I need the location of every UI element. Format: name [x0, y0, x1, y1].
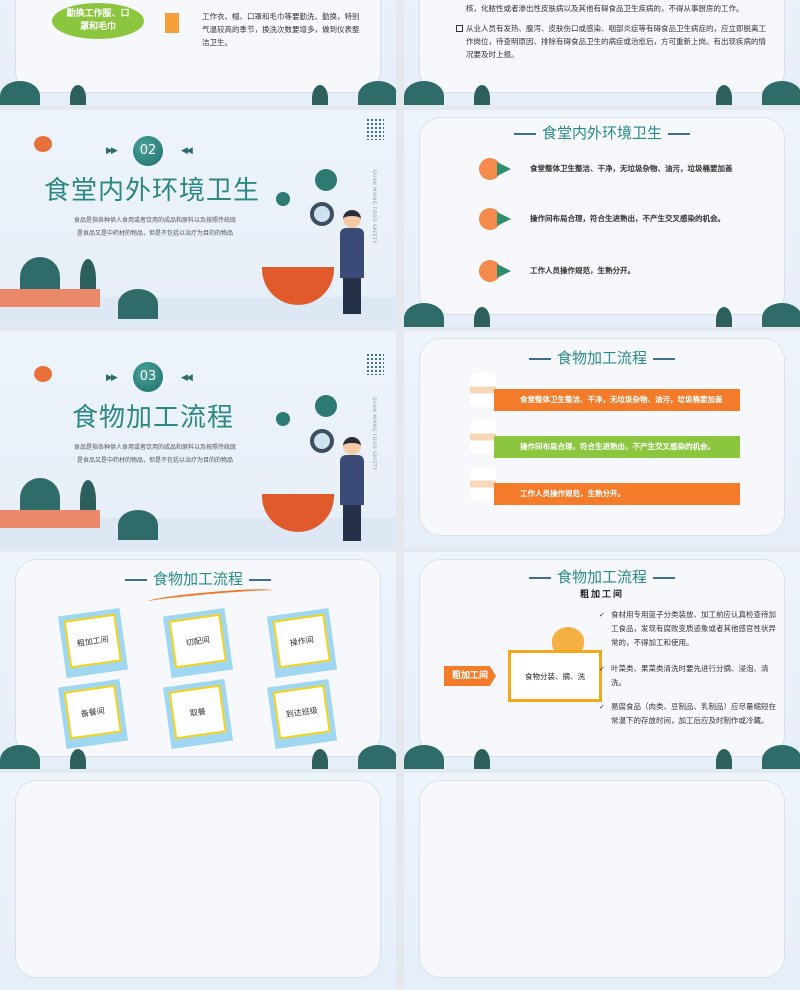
dots-decoration: [366, 118, 384, 140]
vertical-label: QUAN MIANG FOOD SAFETY: [371, 397, 376, 471]
slide-title: 食物加工流程: [0, 570, 396, 588]
arrow-right-icon: ▶▶: [106, 146, 118, 156]
arrow-left-icon: ◀◀: [181, 146, 193, 156]
note-card[interactable]: 操作间: [266, 607, 338, 679]
slide-process-notes[interactable]: 食物加工流程 粗加工间 切配间 操作间 备餐间 取餐 到达班级: [0, 552, 396, 769]
note-card[interactable]: 切配间: [162, 607, 234, 679]
slide-section-02[interactable]: ▶▶ 02 ◀◀ 食堂内外环境卫生 食品是指各种供人食用或者饮用的成品和原料以及…: [0, 110, 396, 327]
list-item: 工作人员操作规范，生熟分开。: [404, 260, 800, 290]
slide-next[interactable]: [0, 773, 396, 990]
badge-icon: [276, 192, 290, 206]
sign-board: 食物分装、摘、洗: [508, 650, 602, 702]
bullet-box-icon: [456, 25, 463, 32]
section-title: 食物加工流程: [72, 403, 235, 433]
chef-icon: [470, 420, 496, 454]
food-bowl-icon: [34, 366, 52, 382]
slide-process-bars[interactable]: 食物加工流程 食堂整体卫生整洁、干净，无垃圾杂物、油污，垃圾桶要加盖 操作间布局…: [404, 331, 800, 548]
process-bar: 食堂整体卫生整洁、干净，无垃圾杂物、油污，垃圾桶要加盖: [494, 389, 740, 411]
slide-health-check[interactable]: 核，化脓性或者渗出性皮肤病以及其他有碍食品卫生疾病的，不得从事厨房的工作。 从业…: [404, 0, 800, 105]
food-bowl-icon: [34, 136, 52, 152]
section-number: 03: [133, 362, 163, 392]
megaphone-kid-icon: [479, 208, 501, 230]
slide-uniform-hygiene[interactable]: 勤换工作服、口罩和毛巾 工作衣、帽、口罩和毛巾等要勤洗、勤换，特别气温较高的季节…: [0, 0, 396, 105]
slide-next[interactable]: [404, 773, 800, 990]
room-tag: 粗加工间: [444, 666, 496, 686]
slide-title: 食物加工流程: [404, 349, 800, 367]
process-bar: 操作间布局合理，符合生进熟出，不产生交叉感染的机会。: [494, 436, 740, 458]
planter: [0, 289, 100, 307]
slide-hygiene-list[interactable]: 食堂内外环境卫生 食堂整体卫生整洁、干净，无垃圾杂物、油污，垃圾桶要加盖 操作间…: [404, 110, 800, 327]
checklist-item: 易腐食品（肉类、豆制品、乳制品）应尽量缩短在常温下的存放时间，加工后应及时制作或…: [599, 700, 776, 728]
slide-subtitle: 粗加工间: [580, 590, 625, 600]
checklist-item: 食材用专用篮子分类装放、加工前应认真检查待加工食品，发现有腐败变质迹象或者其他感…: [599, 608, 776, 650]
arrow-right-icon: ▶▶: [106, 373, 118, 383]
section-subtitle-1: 食品是指各种供人食用或者饮用的成品和原料以及按照传统既: [73, 217, 236, 224]
chef-icon: [470, 467, 496, 501]
chef-icon: [470, 373, 496, 407]
food-safety-icon: [315, 169, 337, 191]
inspector-illustration: [340, 210, 364, 320]
vertical-label: QUAN MIANG FOOD SAFETY: [371, 170, 376, 244]
section-subtitle-1: 食品是指各种供人食用或者饮用的成品和原料以及按照传统既: [73, 444, 236, 451]
health-text: 核，化脓性或者渗出性皮肤病以及其他有碍食品卫生疾病的，不得从事厨房的工作。: [466, 4, 744, 13]
uniform-text: 工作衣、帽、口罩和毛巾等要勤洗、勤换，特别气温较高的季节，换洗次数要增多，做到仪…: [202, 12, 360, 47]
section-subtitle-2: 是食品又是中药材的物品，但是不包括以治疗为目的的物品: [76, 230, 233, 237]
note-card[interactable]: 取餐: [162, 678, 234, 750]
inspector-illustration: [340, 437, 364, 547]
section-subtitle-2: 是食品又是中药材的物品，但是不包括以治疗为目的的物品: [76, 457, 233, 464]
towel-icon: [165, 13, 179, 33]
megaphone-kid-icon: [479, 158, 501, 180]
dots-decoration: [366, 353, 384, 375]
list-item: 操作间布局合理，符合生进熟出，不产生交叉感染的机会。: [404, 208, 800, 238]
note-card[interactable]: 备餐间: [57, 678, 129, 750]
slide-section-03[interactable]: ▶▶ 03 ◀◀ 食物加工流程 食品是指各种供人食用或者饮用的成品和原料以及按照…: [0, 331, 396, 548]
megaphone-kid-icon: [479, 260, 501, 282]
slide-title: 食物加工流程: [404, 568, 800, 586]
checklist-item: 叶菜类、果菜类清洗时要先进行分摘、浸泡、清洗。: [599, 662, 776, 690]
section-number: 02: [133, 136, 163, 166]
speech-bubble: 勤换工作服、口罩和毛巾: [52, 3, 144, 39]
list-item: 食堂整体卫生整洁、干净，无垃圾杂物、油污，垃圾桶要加盖: [404, 158, 800, 188]
magnifier-icon: [310, 429, 334, 453]
process-bar: 工作人员操作规范，生熟分开。: [494, 483, 740, 505]
health-bullet: 从业人员有发热、腹泻、皮肤伤口或感染、咽部炎症等有碍食品卫生病症的，应立即脱离工…: [466, 24, 766, 59]
food-safety-icon: [315, 395, 337, 417]
badge-icon: [276, 412, 290, 426]
slide-title: 食堂内外环境卫生: [404, 124, 800, 142]
slide-rough-processing[interactable]: 食物加工流程 粗加工间 粗加工间 食物分装、摘、洗 食材用专用篮子分类装放、加工…: [404, 552, 800, 769]
magnifier-icon: [310, 202, 334, 226]
note-card[interactable]: 粗加工间: [57, 607, 129, 679]
planter: [0, 510, 100, 528]
section-title: 食堂内外环境卫生: [44, 176, 261, 206]
arrow-left-icon: ◀◀: [181, 373, 193, 383]
note-card[interactable]: 到达班级: [266, 678, 338, 750]
